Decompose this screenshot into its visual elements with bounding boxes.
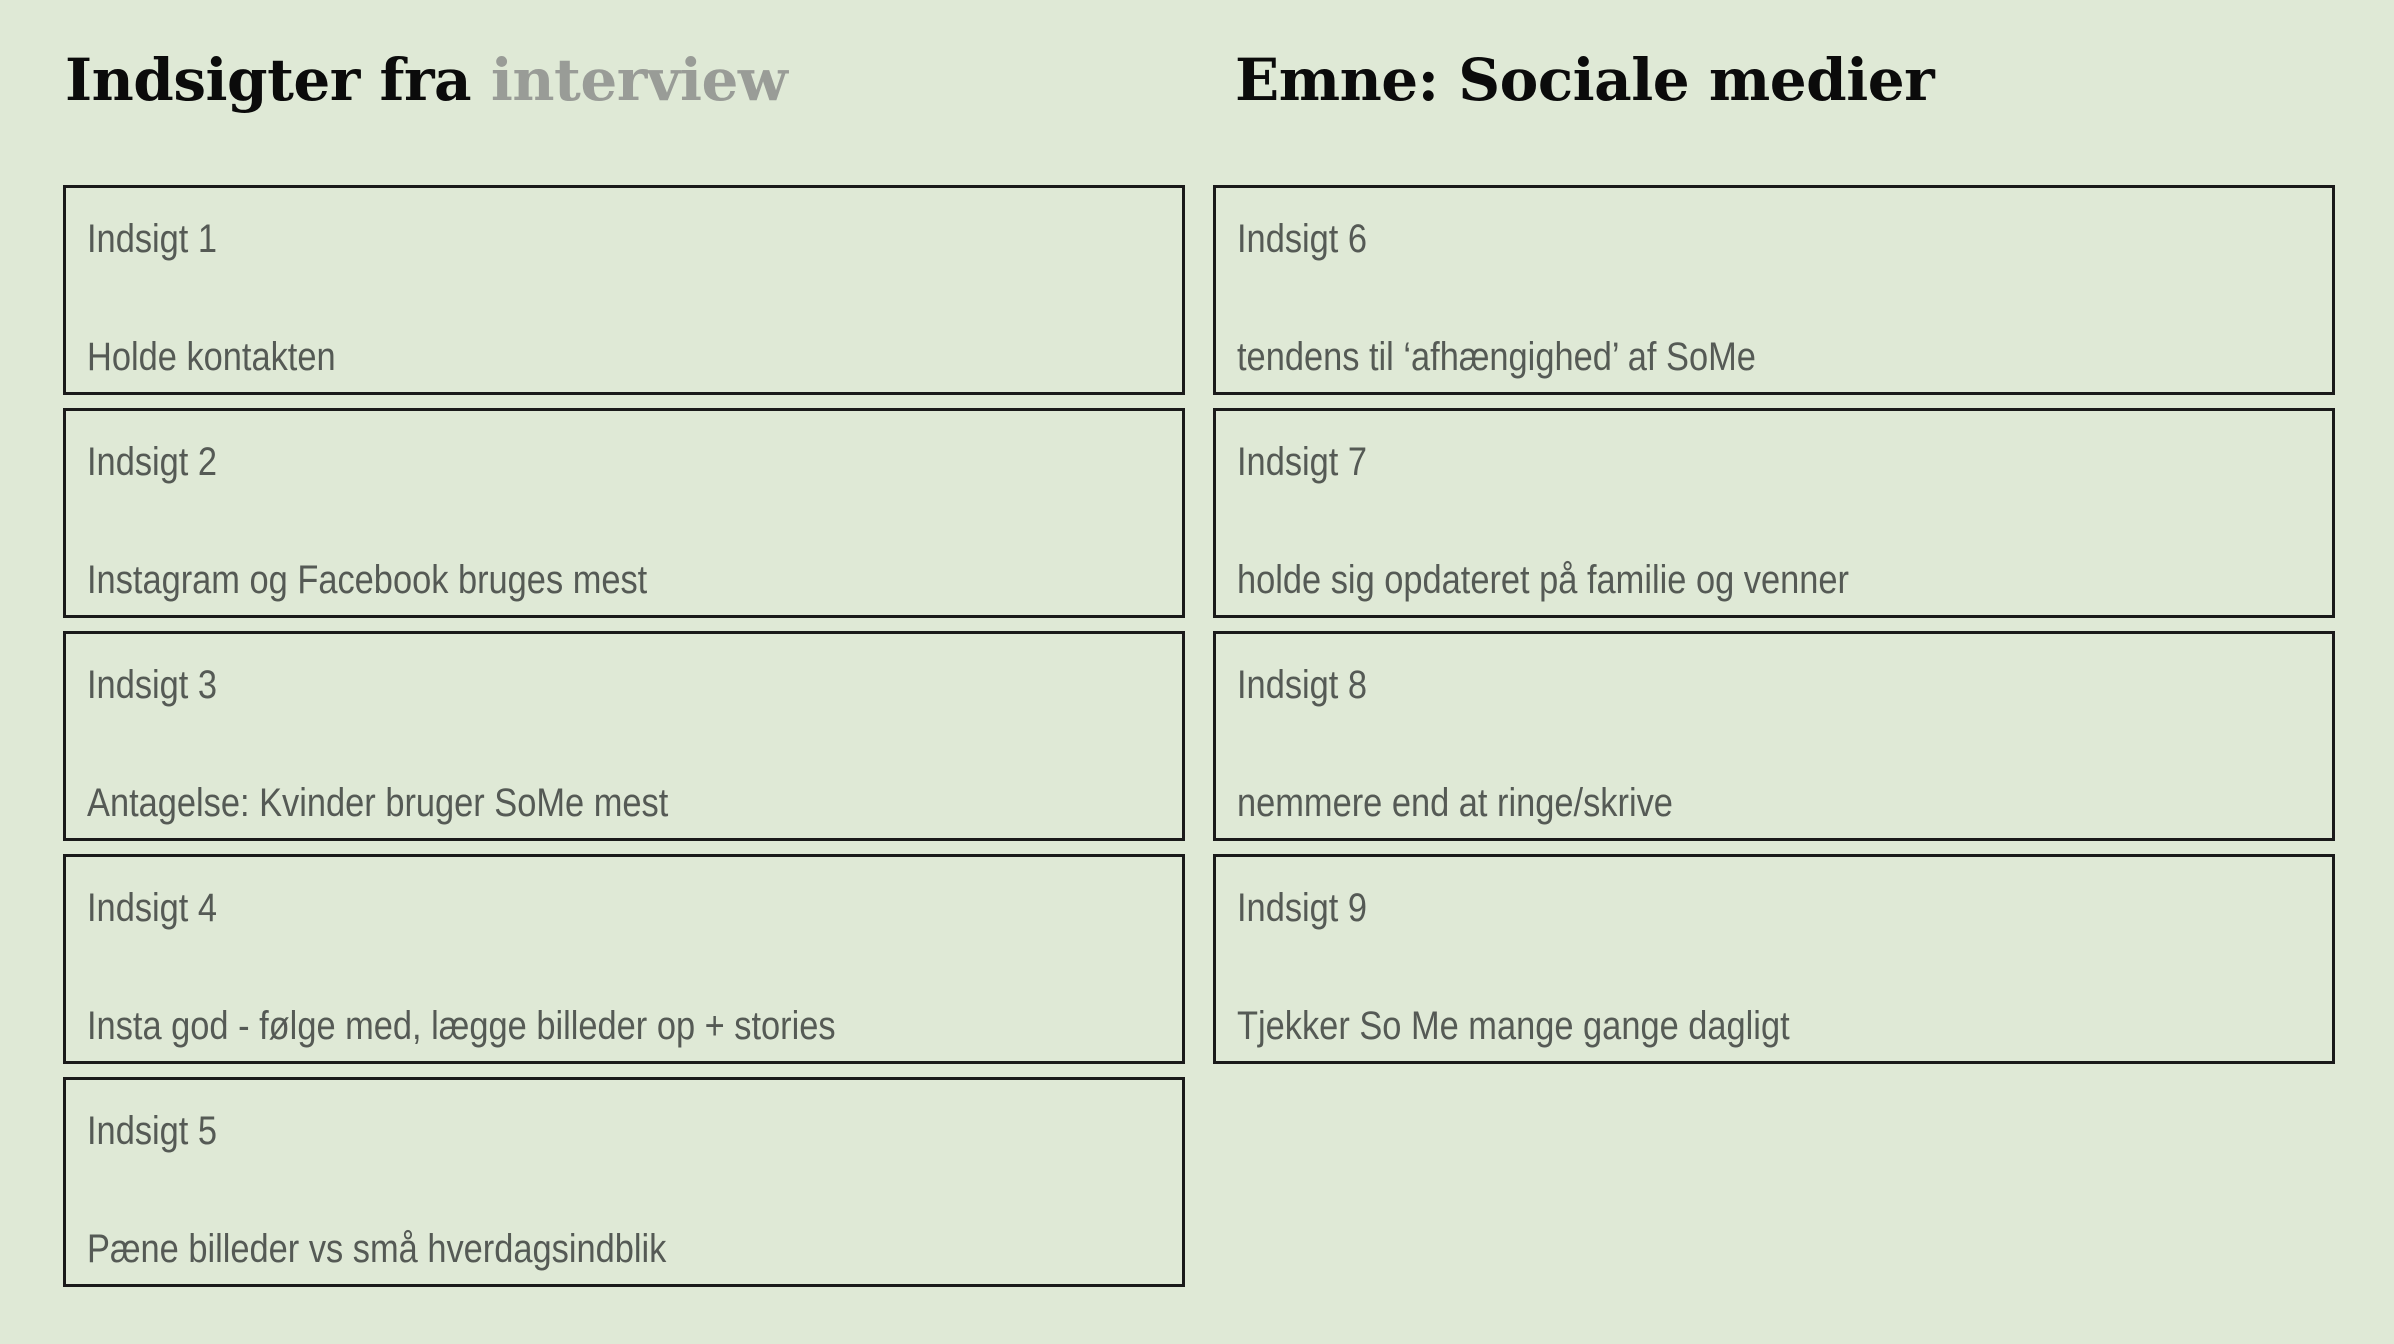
insight-card-text: Instagram og Facebook bruges mest bbox=[87, 558, 648, 602]
insight-card-1[interactable]: Indsigt 1 Holde kontakten bbox=[63, 185, 1185, 395]
insights-column-right: Indsigt 6 tendens til ‘afhængighed’ af S… bbox=[1213, 185, 2335, 1077]
insight-card-3[interactable]: Indsigt 3 Antagelse: Kvinder bruger SoMe… bbox=[63, 631, 1185, 841]
insight-card-title: Indsigt 7 bbox=[1237, 440, 1368, 484]
insight-card-text: Pæne billeder vs små hverdagsindblik bbox=[87, 1227, 667, 1271]
insight-card-title: Indsigt 3 bbox=[87, 663, 218, 707]
page-title-left: Indsigter fra interview bbox=[65, 40, 788, 120]
page-title-right: Emne: Sociale medier bbox=[1235, 46, 1935, 114]
title-left-main: Indsigter fra bbox=[65, 46, 491, 114]
insight-card-5[interactable]: Indsigt 5 Pæne billeder vs små hverdagsi… bbox=[63, 1077, 1185, 1287]
insight-card-8[interactable]: Indsigt 8 nemmere end at ringe/skrive bbox=[1213, 631, 2335, 841]
insight-card-title: Indsigt 5 bbox=[87, 1109, 218, 1153]
insight-card-2[interactable]: Indsigt 2 Instagram og Facebook bruges m… bbox=[63, 408, 1185, 618]
insight-card-text: Antagelse: Kvinder bruger SoMe mest bbox=[87, 781, 669, 825]
insight-card-title: Indsigt 9 bbox=[1237, 886, 1368, 930]
insight-card-4[interactable]: Indsigt 4 Insta god - følge med, lægge b… bbox=[63, 854, 1185, 1064]
title-left-muted: interview bbox=[490, 46, 788, 114]
insight-card-title: Indsigt 1 bbox=[87, 217, 218, 261]
insight-card-7[interactable]: Indsigt 7 holde sig opdateret på familie… bbox=[1213, 408, 2335, 618]
insight-card-text: tendens til ‘afhængighed’ af SoMe bbox=[1237, 335, 1756, 379]
insight-card-text: holde sig opdateret på familie og venner bbox=[1237, 558, 1849, 602]
insight-card-text: Holde kontakten bbox=[87, 335, 336, 379]
insights-column-left: Indsigt 1 Holde kontakten Indsigt 2 Inst… bbox=[63, 185, 1185, 1300]
insight-card-title: Indsigt 8 bbox=[1237, 663, 1368, 707]
insight-card-text: Insta god - følge med, lægge billeder op… bbox=[87, 1004, 836, 1048]
insight-card-text: Tjekker So Me mange gange dagligt bbox=[1237, 1004, 1790, 1048]
insight-card-9[interactable]: Indsigt 9 Tjekker So Me mange gange dagl… bbox=[1213, 854, 2335, 1064]
insight-card-title: Indsigt 4 bbox=[87, 886, 218, 930]
insight-card-title: Indsigt 2 bbox=[87, 440, 218, 484]
insight-card-text: nemmere end at ringe/skrive bbox=[1237, 781, 1673, 825]
insight-card-title: Indsigt 6 bbox=[1237, 217, 1368, 261]
insight-card-6[interactable]: Indsigt 6 tendens til ‘afhængighed’ af S… bbox=[1213, 185, 2335, 395]
